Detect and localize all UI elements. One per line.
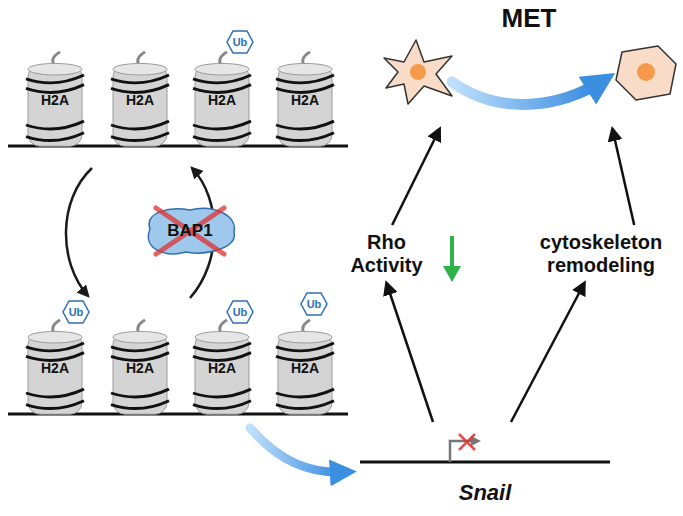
- nucleus: [410, 64, 426, 80]
- decrease-arrow-head: [443, 266, 461, 282]
- node-text: H2A: [208, 360, 236, 376]
- nucleosome: H2A: [191, 50, 253, 150]
- process-label: Rho Activity: [330, 228, 443, 280]
- node-text: Ub: [69, 306, 84, 319]
- node-text: MET: [502, 4, 557, 34]
- ubiquitin-tag: Ub: [62, 300, 90, 324]
- nucleosome: H2A: [191, 318, 253, 418]
- cycle-arrow: [66, 168, 92, 296]
- ubiquitin-tag: Ub: [226, 30, 254, 54]
- nucleosome: H2A: [274, 50, 336, 150]
- flow-arrow: [250, 428, 346, 472]
- node-text: Snail: [459, 480, 512, 505]
- node-text: Rho Activity: [330, 231, 443, 277]
- nucleus: [637, 63, 655, 81]
- met-arrow: [452, 80, 604, 104]
- node-text: H2A: [291, 360, 319, 376]
- arrow-connector: [612, 129, 634, 225]
- epithelial-cell: [616, 46, 676, 100]
- mesenchymal-cell: [384, 40, 452, 104]
- gene-locus: Snail: [355, 425, 615, 511]
- enzyme-blob: BAP1: [140, 204, 240, 258]
- nucleosome: H2A: [24, 318, 86, 418]
- process-label: cytoskeleton remodeling: [518, 228, 683, 280]
- arrow-connector: [392, 129, 439, 225]
- node-text: H2A: [126, 92, 154, 108]
- node-text: H2A: [208, 92, 236, 108]
- nucleosome: H2A: [109, 50, 171, 150]
- nucleosome: H2A: [24, 50, 86, 150]
- arrow-connector: [511, 283, 584, 422]
- node-text: Ub: [233, 36, 248, 49]
- node-text: Ub: [233, 306, 248, 319]
- node-text: H2A: [126, 360, 154, 376]
- node-text: H2A: [41, 360, 69, 376]
- process-label: MET: [380, 4, 678, 126]
- decrease-arrow: [450, 236, 454, 268]
- node-text: BAP1: [167, 221, 212, 241]
- node-text: H2A: [41, 92, 69, 108]
- ubiquitin-tag: Ub: [226, 300, 254, 324]
- node-text: cytoskeleton remodeling: [518, 231, 683, 277]
- nucleosome: H2A: [274, 318, 336, 418]
- ubiquitin-tag: Ub: [300, 292, 328, 316]
- node-text: Ub: [307, 298, 322, 311]
- node-text: H2A: [291, 92, 319, 108]
- arrow-connector: [387, 283, 434, 422]
- nucleosome: H2A: [109, 318, 171, 418]
